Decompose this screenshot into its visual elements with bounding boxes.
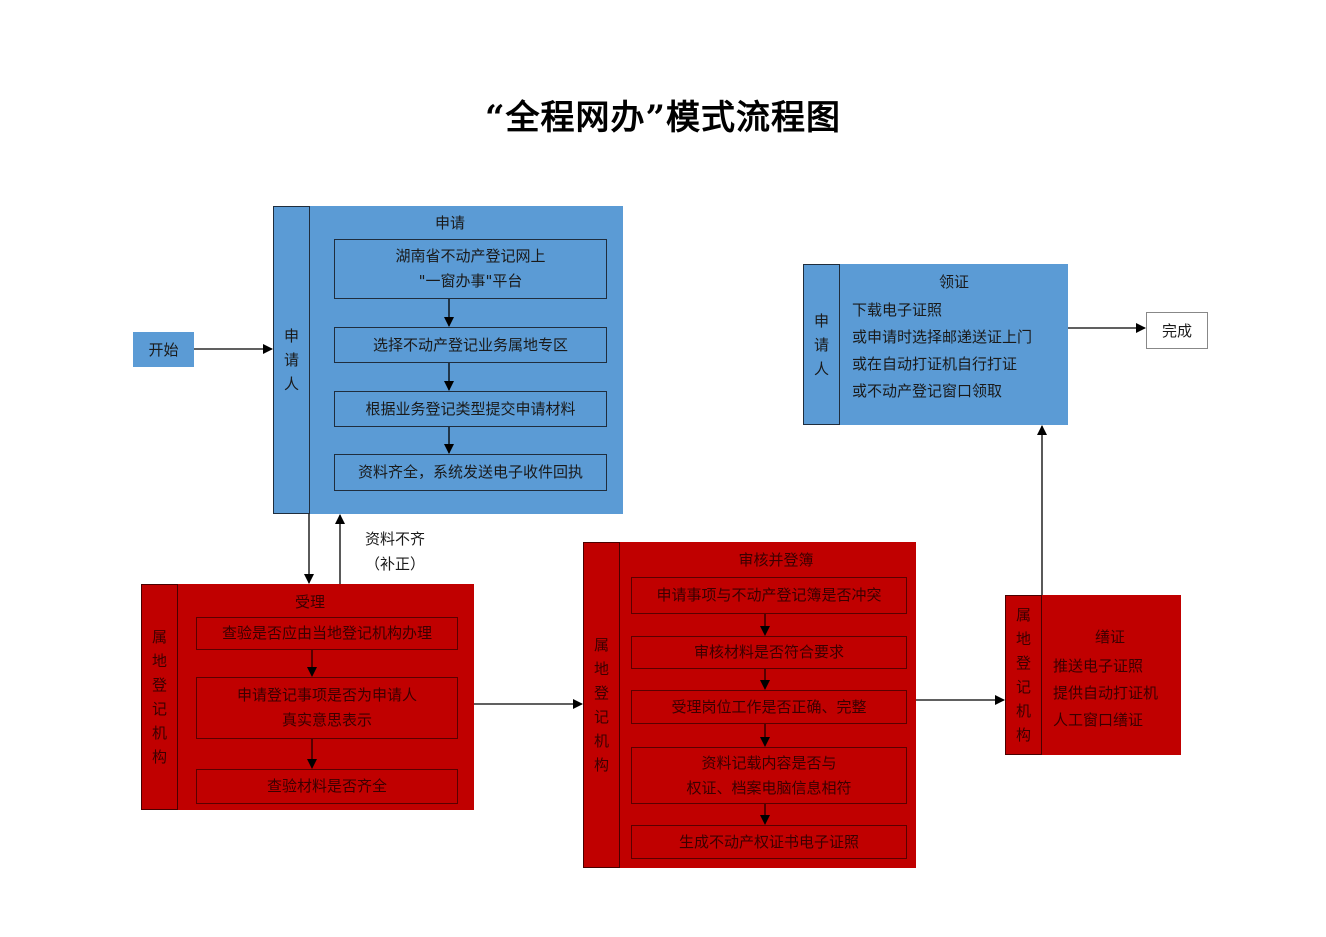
step-text: 审核材料是否符合要求 xyxy=(693,643,844,661)
finish-label: 完成 xyxy=(1161,322,1192,340)
step-text: 受理岗位工作是否正确、完整 xyxy=(671,697,867,716)
lane-char: 记 xyxy=(151,700,167,718)
step-text: 根据业务登记类型提交申请材料 xyxy=(365,399,576,418)
receive-lines: 下载电子证照 或申请时选择邮递送证上门 或在自动打证机自行打证 或不动产登记窗口… xyxy=(852,297,1032,405)
lane-char: 请 xyxy=(283,351,299,369)
lane-char: 登 xyxy=(593,684,609,702)
start-node: 开始 xyxy=(133,332,194,367)
step-text: 真实意思表示 xyxy=(281,711,372,729)
lane-char: 申 xyxy=(283,327,299,345)
review-step-correctness: 受理岗位工作是否正确、完整 xyxy=(631,690,907,724)
return-note-line: 资料不齐 xyxy=(364,530,425,548)
step-text: 选择不动产登记业务属地专区 xyxy=(372,335,568,354)
lane-char: 地 xyxy=(1015,630,1031,648)
review-step-conflict: 申请事项与不动产登记簿是否冲突 xyxy=(631,577,907,614)
apply-group xyxy=(273,206,623,514)
accept-stage-title: 受理 xyxy=(294,593,325,611)
accept-step-intent: 申请登记事项是否为申请人 真实意思表示 xyxy=(196,677,458,739)
step-text: 湖南省不动产登记网上 xyxy=(395,247,546,265)
lane-char: 属 xyxy=(151,628,167,646)
review-step-generate: 生成不动产权证书电子证照 xyxy=(631,825,907,859)
lane-char: 构 xyxy=(1015,726,1031,744)
lane-char: 构 xyxy=(593,756,609,774)
review-stage-title: 审核并登簿 xyxy=(738,551,814,569)
lane-char: 人 xyxy=(283,375,299,393)
lane-char: 记 xyxy=(1015,678,1031,696)
review-step-requirements: 审核材料是否符合要求 xyxy=(631,636,907,669)
lane-char: 机 xyxy=(151,724,167,742)
accept-lane-label: 属 地 登 记 机 构 xyxy=(141,584,178,810)
step-text: 权证、档案电脑信息相符 xyxy=(686,778,852,797)
lane-char: 人 xyxy=(813,359,829,378)
issue-line: 人工窗口缮证 xyxy=(1053,711,1144,729)
lane-char: 登 xyxy=(151,676,167,694)
apply-stage-title: 申请 xyxy=(434,214,465,232)
issue-lines: 推送电子证照 提供自动打证机 人工窗口缮证 xyxy=(1053,653,1158,734)
lane-char: 属 xyxy=(1015,606,1031,624)
lane-char: 地 xyxy=(151,652,167,670)
receive-lane-label: 申 请 人 xyxy=(803,264,840,425)
lane-char: 请 xyxy=(813,335,829,354)
lane-char: 记 xyxy=(593,708,609,726)
lane-char: 构 xyxy=(151,748,167,766)
apply-lane-label: 申 请 人 xyxy=(273,206,310,514)
lane-char: 机 xyxy=(1015,702,1031,720)
step-text: "一窗办事"平台 xyxy=(418,272,523,290)
issue-lane-label: 属 地 登 记 机 构 xyxy=(1005,595,1042,755)
lane-char: 登 xyxy=(1015,654,1031,672)
step-text: 资料记载内容是否与 xyxy=(701,753,837,772)
step-text: 生成不动产权证书电子证照 xyxy=(678,832,859,851)
step-text: 申请登记事项是否为申请人 xyxy=(236,686,417,704)
apply-step-receipt: 资料齐全，系统发送电子收件回执 xyxy=(334,454,607,491)
review-lane-label: 属 地 登 记 机 构 xyxy=(583,542,620,868)
issue-line: 提供自动打证机 xyxy=(1053,684,1159,702)
lane-char: 机 xyxy=(593,732,609,750)
issue-stage-title: 缮证 xyxy=(1094,628,1125,646)
lane-char: 地 xyxy=(593,660,609,678)
receive-line: 或不动产登记窗口领取 xyxy=(852,382,1003,400)
receive-line: 或在自动打证机自行打证 xyxy=(852,355,1018,373)
lane-char: 申 xyxy=(813,311,829,330)
apply-step-select-region: 选择不动产登记业务属地专区 xyxy=(334,327,607,363)
step-text: 资料齐全，系统发送电子收件回执 xyxy=(357,463,583,481)
review-step-consistency: 资料记载内容是否与 权证、档案电脑信息相符 xyxy=(631,747,907,804)
lane-char: 属 xyxy=(593,636,609,654)
page-title: “全程网办”模式流程图 xyxy=(484,98,842,138)
apply-step-platform: 湖南省不动产登记网上 "一窗办事"平台 xyxy=(334,239,607,299)
receive-line: 或申请时选择邮递送证上门 xyxy=(852,328,1033,346)
review-group xyxy=(583,542,916,868)
accept-step-materials: 查验材料是否齐全 xyxy=(196,769,458,804)
start-label: 开始 xyxy=(148,341,179,359)
return-note-line: （补正） xyxy=(364,555,425,573)
issue-line: 推送电子证照 xyxy=(1053,657,1144,675)
receive-line: 下载电子证照 xyxy=(852,301,943,319)
return-note: 资料不齐 （补正） xyxy=(355,527,435,577)
step-text: 申请事项与不动产登记簿是否冲突 xyxy=(656,586,882,604)
step-text: 查验是否应由当地登记机构办理 xyxy=(221,624,432,642)
step-text: 查验材料是否齐全 xyxy=(266,777,387,795)
accept-step-jurisdiction: 查验是否应由当地登记机构办理 xyxy=(196,617,458,650)
finish-node: 完成 xyxy=(1146,312,1208,349)
receive-stage-title: 领证 xyxy=(938,273,969,291)
apply-step-submit: 根据业务登记类型提交申请材料 xyxy=(334,391,607,427)
receive-group xyxy=(803,264,1068,425)
